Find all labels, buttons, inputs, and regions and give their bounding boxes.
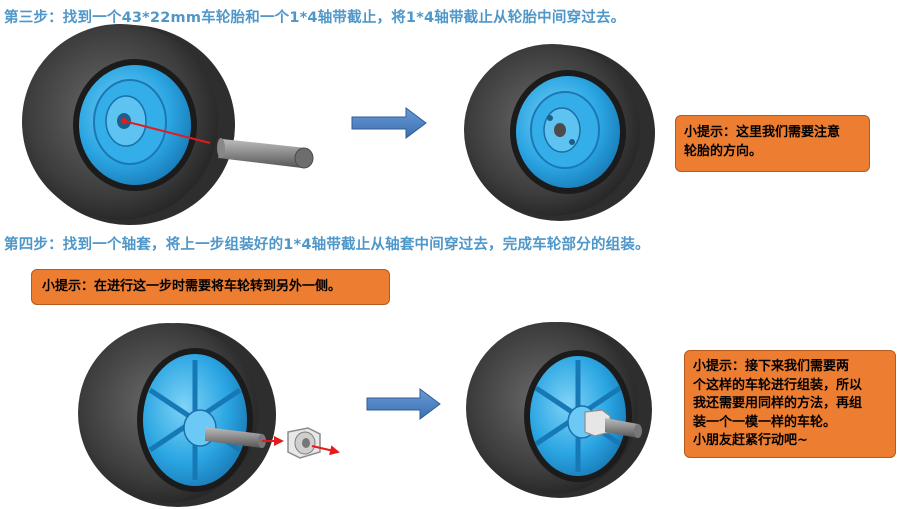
wheel-icon [464, 44, 655, 221]
arrow-right-icon [352, 108, 426, 138]
wheel-icon [466, 322, 652, 498]
wheel-icon [78, 323, 276, 507]
bushing-icon [288, 428, 320, 458]
arrow-right-icon [367, 389, 440, 419]
axle-icon [217, 138, 313, 168]
wheel-icon [22, 24, 235, 225]
